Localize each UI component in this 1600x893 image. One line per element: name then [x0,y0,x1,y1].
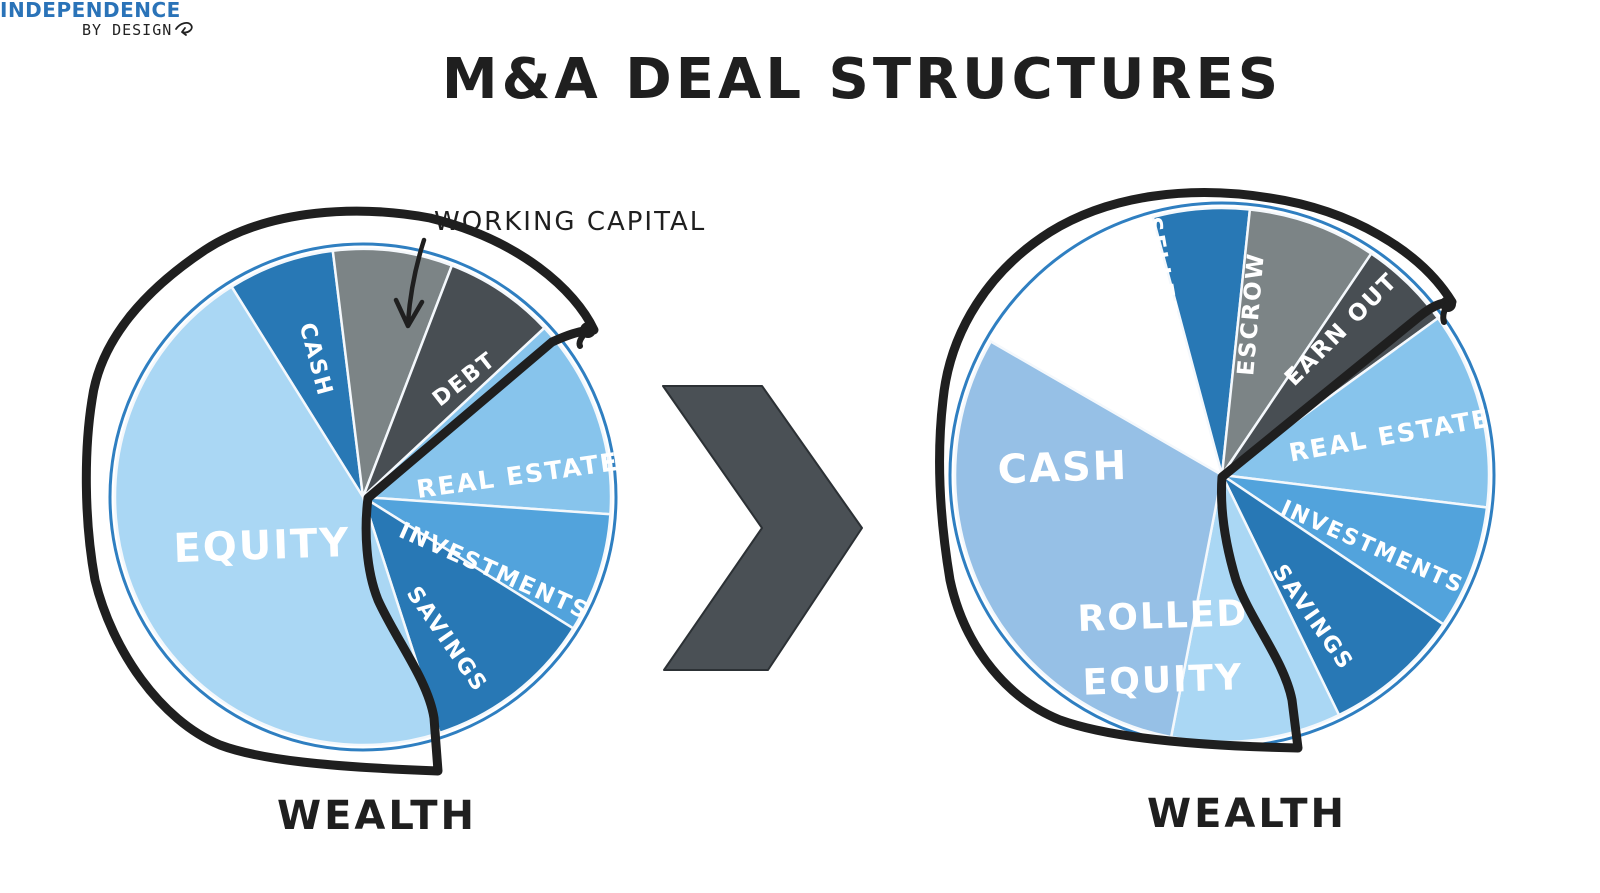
logo-tagline-text: BY DESIGN [82,21,173,39]
right-outline-tail [1440,301,1451,325]
right-slice-label: ROLLED [1077,593,1249,640]
right-slice-cash [953,339,1224,739]
left-slice-label: EQUITY [173,520,351,572]
right-slice-savings [1218,471,1446,717]
logo: INDEPENDENCE BY DESIGN [0,0,196,39]
left-slice-savings [360,494,576,735]
left-pie-rim [108,242,618,752]
right-slice-label: CASH [997,443,1129,494]
left-slice-equity [113,284,442,747]
right-slice-real-estate [1218,316,1491,509]
left-slice-cash [229,249,365,498]
right-slice-escrow [1220,208,1374,476]
logo-wordmark: INDEPENDENCE [0,0,181,22]
right-slice-label: EQUITY [1082,657,1244,704]
page-title: M&A DEAL STRUCTURES [442,47,1282,112]
left-outline-tail [576,327,591,349]
right-slice-investments [1221,473,1489,627]
left-outline-stroke [81,206,599,776]
left-pie-caption: WEALTH [277,793,477,839]
logo-tagline: BY DESIGN [82,20,196,39]
left-pie-slices [113,247,613,747]
right-outline-stroke [934,188,1457,753]
working-capital-callout: WORKING CAPITAL [434,207,706,237]
left-slice-debt [361,263,547,498]
left-slice-unlabeled [331,247,454,498]
left-slice-investments [362,495,612,631]
callout-arrow-icon [393,237,427,329]
curl-arrow-icon [175,22,193,36]
right-pie-slices [953,206,1491,744]
right-pie-caption: WEALTH [1147,791,1347,837]
chevron-right-icon [662,385,863,671]
